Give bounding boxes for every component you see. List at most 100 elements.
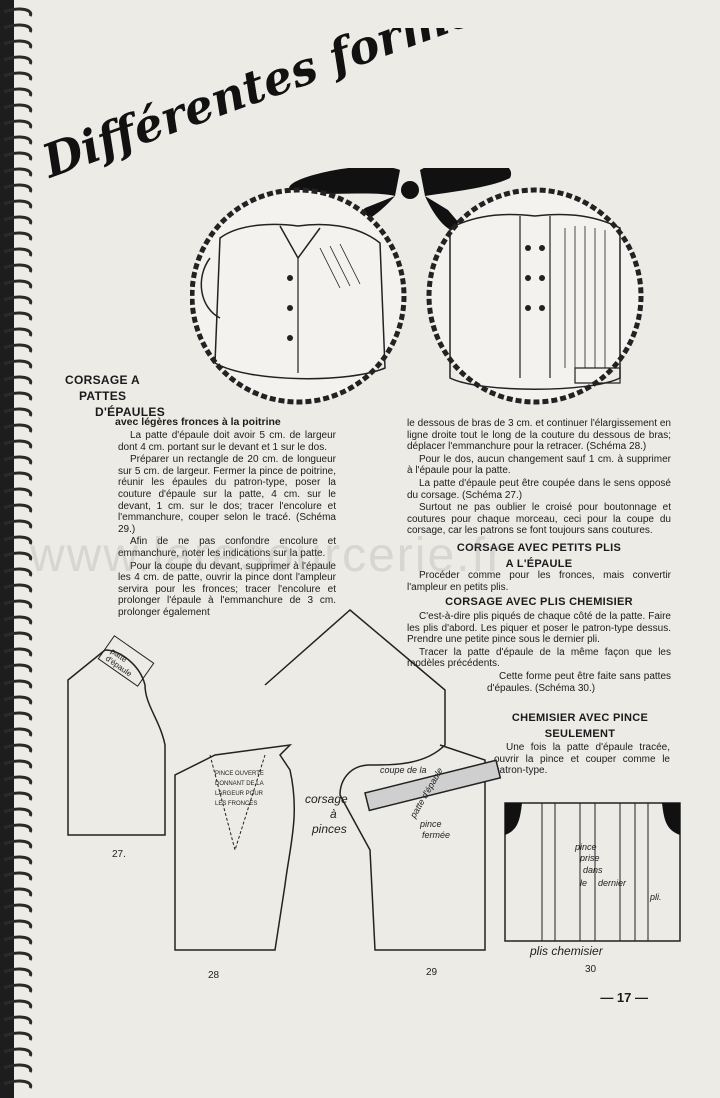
spiral-coil: [3, 855, 33, 865]
svg-text:LES FRONCES: LES FRONCES: [215, 801, 257, 807]
spiral-coil: [3, 663, 33, 673]
spiral-coil: [3, 535, 33, 545]
spiral-coil: [3, 839, 33, 849]
svg-text:PINCE OUVERTE: PINCE OUVERTE: [215, 771, 264, 777]
spiral-coil: [3, 727, 33, 737]
page-number: — 17 —: [600, 990, 648, 1005]
diagram-27-number: 27.: [112, 849, 126, 860]
left-blouse-medallion: [190, 187, 407, 405]
diagram-29-number: 29: [426, 967, 438, 978]
spiral-coil: [3, 1079, 33, 1089]
spiral-coil: [3, 551, 33, 561]
diagram-28: PINCE OUVERTE DONNANT DE LA LARGEUR POUR…: [174, 743, 295, 981]
spiral-coil: [3, 775, 33, 785]
spiral-coil: [3, 599, 33, 609]
spiral-coil: [3, 327, 33, 337]
text-pince-seulement: Une fois la patte d'épaule tracée, ouvri…: [494, 742, 670, 777]
spiral-coil: [3, 519, 33, 529]
diagram-29: coupe de la patte d'épaule pince fermée …: [264, 609, 502, 978]
spiral-coil: [3, 231, 33, 241]
svg-text:DONNANT DE LA: DONNANT DE LA: [215, 781, 264, 787]
svg-text:à: à: [330, 807, 337, 821]
spiral-coil: [3, 135, 33, 145]
spiral-coil: [3, 375, 33, 385]
spiral-coil: [3, 711, 33, 721]
spiral-coil: [3, 295, 33, 305]
spiral-coil: [3, 151, 33, 161]
spiral-coil: [3, 23, 33, 33]
paragraph: Afin de ne pas confondre encolure et emm…: [118, 536, 336, 559]
svg-text:pince: pince: [419, 819, 442, 829]
spiral-coil: [3, 935, 33, 945]
spiral-coil: [3, 199, 33, 209]
spiral-coil: [3, 903, 33, 913]
spiral-coil: [3, 967, 33, 977]
spiral-coil: [3, 1063, 33, 1073]
spiral-coil: [3, 1031, 33, 1041]
title-text: Différentes formes de corsages: [40, 28, 720, 189]
spiral-coil: [3, 503, 33, 513]
spiral-coil: [3, 647, 33, 657]
svg-text:pli.: pli.: [649, 892, 662, 902]
svg-text:coupe de la: coupe de la: [380, 765, 427, 775]
svg-text:dans: dans: [583, 865, 603, 875]
spiral-coil: [3, 1047, 33, 1057]
diagram-30-number: 30: [585, 964, 597, 975]
spiral-coil: [3, 119, 33, 129]
paragraph: Surtout ne pas oublier le croisé pour bo…: [407, 502, 671, 537]
diagram-28-number: 28: [208, 970, 220, 981]
spiral-coil: [3, 487, 33, 497]
spiral-coil: [3, 71, 33, 81]
spiral-coil: [3, 631, 33, 641]
spiral-coil: [3, 247, 33, 257]
spiral-coil: [3, 615, 33, 625]
spiral-coil: [3, 439, 33, 449]
svg-text:pince: pince: [574, 842, 597, 852]
heading-pattes-epaules: CORSAGE A PATTES D'ÉPAULES: [65, 373, 166, 419]
spiral-coil: [3, 823, 33, 833]
spiral-coil: [3, 983, 33, 993]
spiral-coil: [3, 871, 33, 881]
spiral-coil: [3, 471, 33, 481]
svg-text:pinces: pinces: [311, 822, 347, 836]
spiral-coil: [3, 1015, 33, 1025]
spiral-coil: [3, 279, 33, 289]
diagram-30-caption: plis chemisier: [529, 944, 604, 958]
paragraph: Préparer un rectangle de 20 cm. de longu…: [118, 454, 336, 535]
spiral-coil: [3, 343, 33, 353]
spiral-coil: [3, 791, 33, 801]
spiral-coil: [3, 311, 33, 321]
text-petits-plis: Procéder comme pour les fronces, mais co…: [407, 570, 671, 593]
right-blouse-medallion: [426, 187, 644, 405]
spiral-coil: [3, 103, 33, 113]
spiral-coil: [3, 39, 33, 49]
bow-ornament: [289, 168, 512, 232]
spiral-coil: [3, 679, 33, 689]
heading-petits-plis: CORSAGE AVEC PETITS PLIS A L'ÉPAULE: [456, 542, 622, 570]
spiral-coil: [3, 583, 33, 593]
svg-text:dernier: dernier: [598, 878, 627, 888]
spiral-coil: [3, 887, 33, 897]
paragraph: Pour le dos, aucun changement sauf 1 cm.…: [407, 453, 671, 477]
spiral-coil: [3, 999, 33, 1009]
spiral-coil: [3, 167, 33, 177]
paragraph: le dessous de bras de 3 cm. et continuer…: [407, 418, 671, 453]
text-column-1: La patte d'épaule doit avoir 5 cm. de la…: [118, 430, 336, 620]
spiral-coil: [3, 807, 33, 817]
spiral-coil: [3, 87, 33, 97]
subheading-fronces: avec légères fronces à la poitrine: [115, 416, 281, 428]
heading-plis-chemisier: CORSAGE AVEC PLIS CHEMISIER: [445, 596, 633, 608]
spiral-coil: [3, 743, 33, 753]
spiral-coil: [3, 423, 33, 433]
spiral-coil: [3, 359, 33, 369]
spiral-coil: [3, 7, 33, 17]
svg-text:corsage: corsage: [305, 792, 348, 806]
text-plis-chemisier: C'est-à-dire plis piqués de chaque côté …: [407, 611, 671, 694]
watermark: www.laresourcerie.fr: [30, 529, 505, 582]
spiral-coil: [3, 263, 33, 273]
svg-text:LARGEUR POUR: LARGEUR POUR: [215, 791, 264, 797]
page-title: Différentes formes de corsages: [40, 28, 720, 189]
spiral-coil: [3, 567, 33, 577]
spiral-coil: [3, 55, 33, 65]
